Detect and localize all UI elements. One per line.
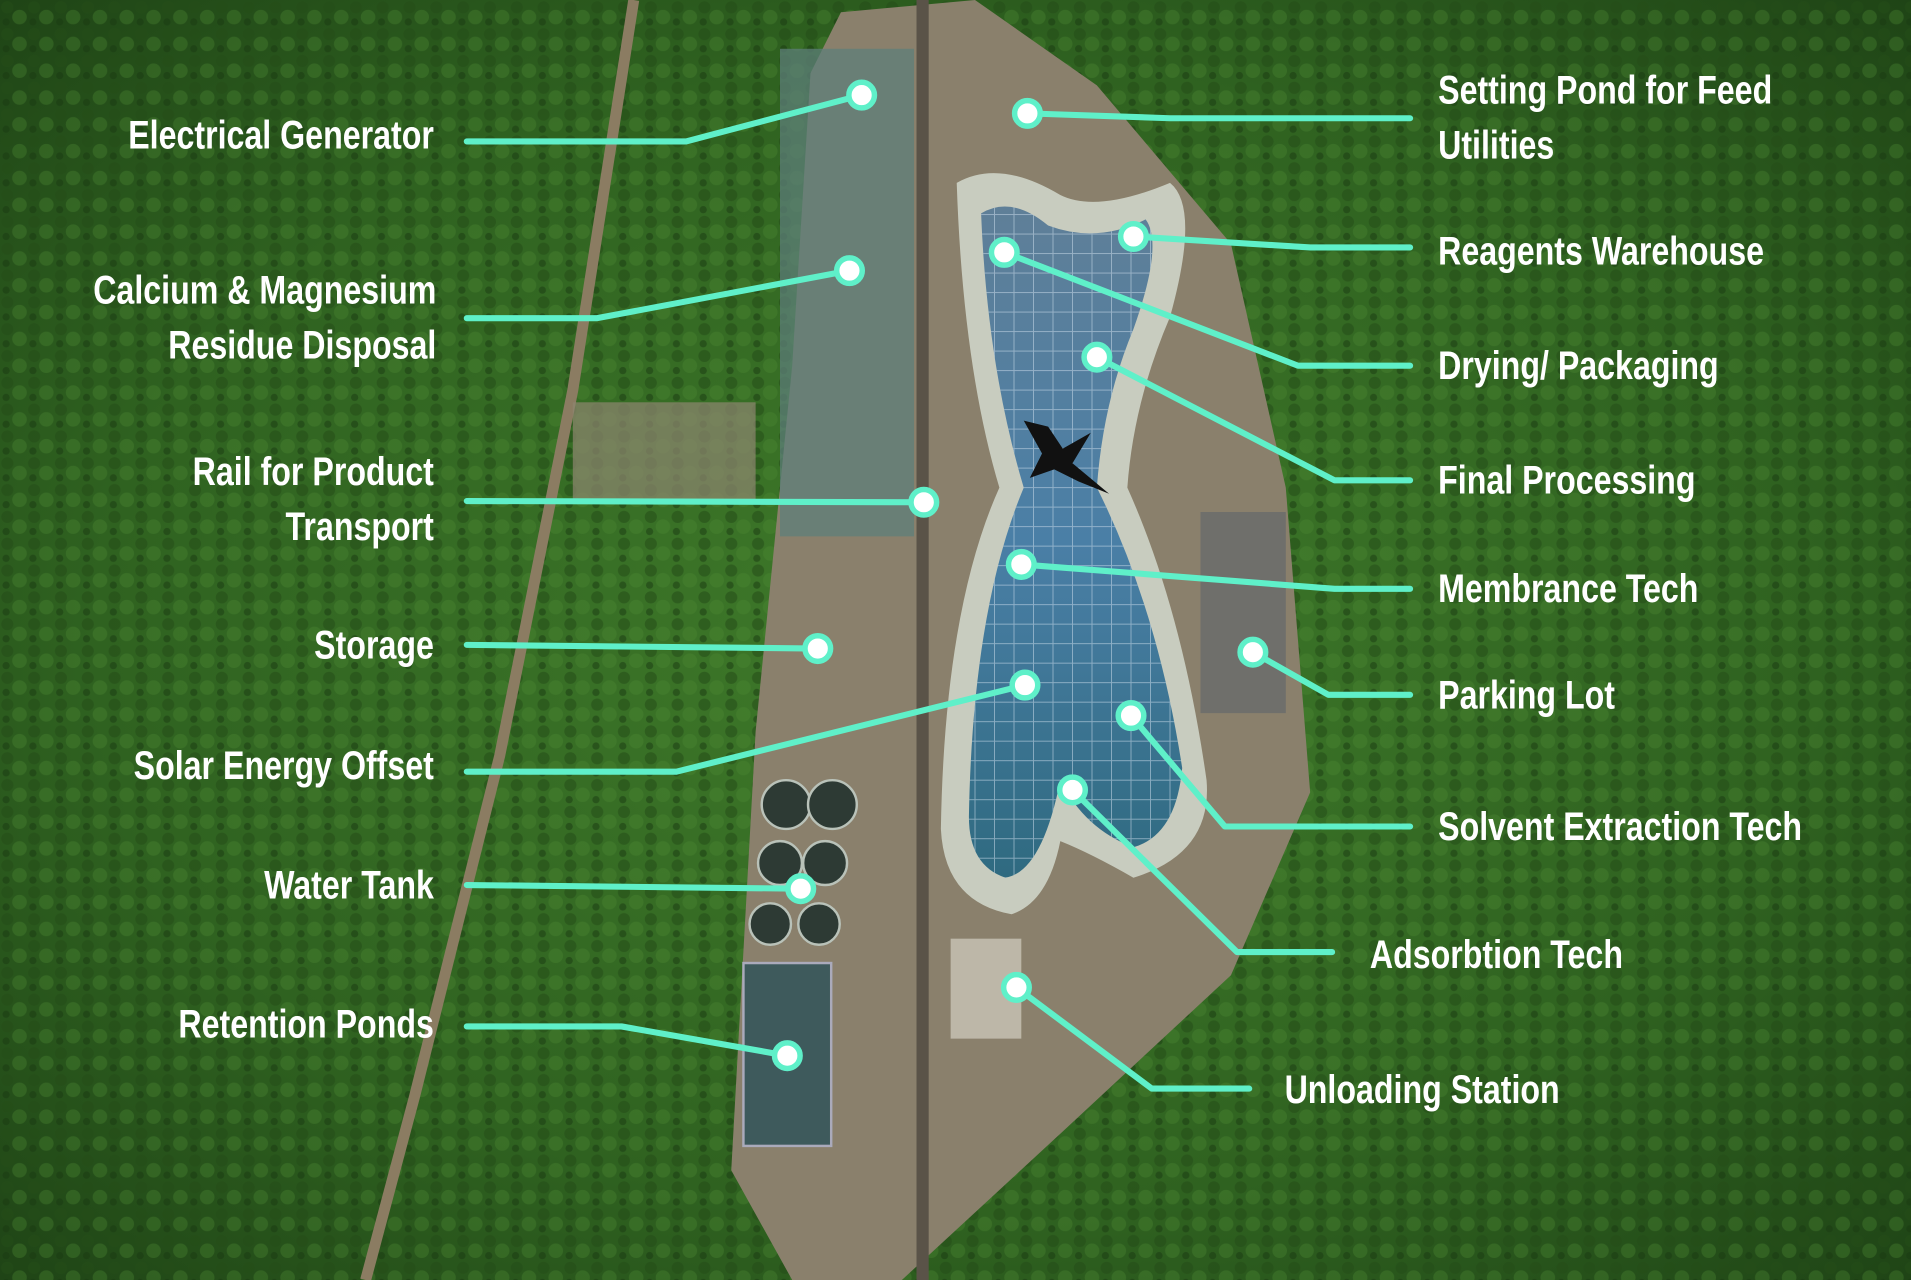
marker-drying[interactable]: [988, 236, 1020, 268]
marker-retention-ponds[interactable]: [771, 1040, 803, 1072]
marker-water-tank[interactable]: [785, 873, 817, 905]
marker-solvent[interactable]: [1115, 700, 1147, 732]
marker-unloading[interactable]: [1000, 971, 1032, 1003]
marker-rail[interactable]: [908, 486, 940, 518]
label-water-tank: Water Tank: [264, 862, 434, 907]
leader-solar: [463, 682, 1029, 775]
leader-reagents: [1130, 233, 1414, 251]
label-electrical-generator: Electrical Generator: [128, 112, 434, 157]
leader-membrane: [1018, 561, 1414, 592]
marker-storage[interactable]: [802, 632, 834, 665]
label-rail-line2: Transport: [286, 504, 434, 549]
marker-adsorbtion[interactable]: [1056, 774, 1089, 806]
leader-adsorbtion: [1069, 786, 1336, 956]
marker-residue-disposal[interactable]: [833, 255, 866, 287]
label-drying-packaging: Drying/ Packaging: [1438, 343, 1719, 388]
markers: [771, 79, 1269, 1072]
labels-right: Setting Pond for Feed Utilities Reagents…: [1285, 67, 1803, 1112]
rail-line: [916, 0, 929, 1280]
label-retention-ponds: Retention Ponds: [178, 1001, 433, 1046]
leader-parking: [1249, 649, 1414, 698]
label-unloading-station: Unloading Station: [1285, 1067, 1560, 1112]
marker-membrane[interactable]: [1005, 548, 1037, 580]
leader-rail: [463, 497, 927, 506]
leader-water-tank: [463, 881, 804, 892]
dirt-road: [360, 0, 640, 1280]
label-solar-energy-offset: Solar Energy Offset: [134, 743, 434, 788]
label-final-processing: Final Processing: [1438, 457, 1695, 502]
marker-reagents[interactable]: [1117, 220, 1149, 253]
leader-retention-ponds: [463, 1023, 791, 1059]
leader-electrical-generator: [463, 92, 865, 145]
label-calcium-magnesium-line1: Calcium & Magnesium: [93, 267, 436, 312]
leader-solvent: [1127, 712, 1414, 830]
label-storage: Storage: [314, 622, 434, 667]
label-solvent-extraction: Solvent Extraction Tech: [1438, 803, 1802, 848]
leader-unloading: [1013, 984, 1253, 1092]
label-adsorbtion-tech: Adsorbtion Tech: [1370, 931, 1623, 976]
leaders-right: [1001, 110, 1414, 1092]
marker-solar[interactable]: [1009, 669, 1041, 701]
leader-final-processing: [1093, 354, 1414, 484]
x-logo-icon: [1023, 420, 1110, 494]
marker-electrical-generator[interactable]: [846, 79, 878, 111]
label-settling-pond-line2: Utilities: [1438, 122, 1554, 167]
label-settling-pond-line1: Setting Pond for Feed: [1438, 67, 1772, 112]
label-membrane-tech: Membrance Tech: [1438, 566, 1698, 611]
west-buildings: [780, 48, 915, 537]
labels-left: Electrical Generator Calcium & Magnesium…: [93, 112, 436, 1046]
leader-drying: [1001, 249, 1414, 369]
leader-residue-disposal: [463, 267, 853, 322]
water-tanks: [748, 778, 858, 946]
label-calcium-magnesium-line2: Residue Disposal: [168, 322, 436, 367]
label-parking-lot: Parking Lot: [1438, 672, 1615, 717]
clearing: [572, 402, 756, 500]
label-reagents-warehouse: Reagents Warehouse: [1438, 228, 1764, 273]
leader-settling-pond: [1024, 110, 1414, 122]
marker-final-processing[interactable]: [1081, 341, 1113, 373]
marker-parking[interactable]: [1237, 636, 1269, 668]
leader-storage: [463, 641, 821, 652]
marker-settling-pond[interactable]: [1011, 97, 1043, 129]
label-rail-line1: Rail for Product: [193, 449, 434, 494]
parking-area: [1200, 512, 1286, 714]
leaders-left: [463, 92, 1029, 1059]
